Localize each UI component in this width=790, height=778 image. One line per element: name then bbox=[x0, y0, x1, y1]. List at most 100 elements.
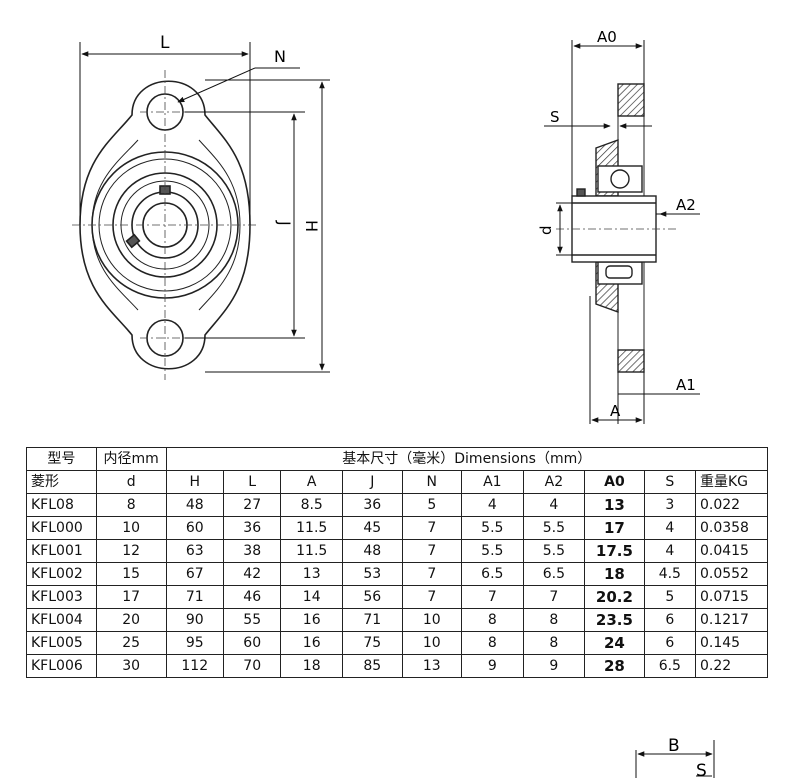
header-A0: A0 bbox=[584, 470, 645, 494]
table-cell: 36 bbox=[222, 516, 282, 540]
label-H: H bbox=[302, 220, 321, 232]
header-S: S bbox=[643, 470, 696, 494]
table-cell: 5.5 bbox=[461, 539, 524, 563]
table-cell: 13 bbox=[280, 562, 343, 586]
header-weight: 重量KG bbox=[694, 470, 769, 494]
table-cell: 6.5 bbox=[522, 562, 586, 586]
side-view bbox=[571, 83, 657, 373]
table-cell: 63 bbox=[165, 539, 224, 563]
table-cell: 67 bbox=[165, 562, 224, 586]
table-cell: KFL000 bbox=[26, 516, 97, 540]
table-cell: 6 bbox=[643, 608, 696, 632]
dimension-J bbox=[185, 111, 305, 339]
table-cell: KFL005 bbox=[26, 631, 97, 655]
table-cell: 7 bbox=[401, 539, 463, 563]
table-cell: 5 bbox=[401, 493, 463, 517]
table-cell: 11.5 bbox=[280, 516, 343, 540]
table-cell: 17 bbox=[584, 516, 645, 540]
header-bore: 内径mm bbox=[95, 447, 167, 471]
flange-outline bbox=[79, 80, 251, 370]
table-cell: 5 bbox=[643, 585, 696, 609]
table-cell: 12 bbox=[95, 539, 167, 563]
table-cell: 42 bbox=[222, 562, 282, 586]
flange-plate-top bbox=[617, 83, 645, 117]
table-cell: 7 bbox=[401, 585, 463, 609]
label-A0: A0 bbox=[597, 28, 617, 46]
table-cell: 10 bbox=[401, 608, 463, 632]
dimension-A bbox=[589, 296, 643, 424]
table-cell: 0.0715 bbox=[694, 585, 769, 609]
flange-plate-bottom bbox=[617, 349, 645, 373]
table-cell: 6 bbox=[643, 631, 696, 655]
label-A1: A1 bbox=[676, 376, 696, 394]
table-cell: 27 bbox=[222, 493, 282, 517]
table-cell: 0.0358 bbox=[694, 516, 769, 540]
header-model: 型号 bbox=[26, 447, 97, 471]
label-J: J bbox=[275, 220, 294, 226]
table-cell: 8 bbox=[461, 608, 524, 632]
dimension-A0 bbox=[571, 40, 645, 196]
table-cell: 36 bbox=[342, 493, 403, 517]
table-cell: 4 bbox=[461, 493, 524, 517]
table-cell: 17.5 bbox=[584, 539, 645, 563]
header-shape: 菱形 bbox=[26, 470, 97, 494]
table-cell: KFL002 bbox=[26, 562, 97, 586]
table-cell: 85 bbox=[342, 654, 403, 678]
table-cell: 0.0415 bbox=[694, 539, 769, 563]
table-cell: 30 bbox=[95, 654, 167, 678]
label-N: N bbox=[274, 47, 286, 66]
front-centerlines bbox=[72, 70, 258, 380]
table-cell: 8 bbox=[522, 608, 586, 632]
label-S: S bbox=[550, 108, 560, 126]
header-A: A bbox=[280, 470, 343, 494]
table-cell: 9 bbox=[461, 654, 524, 678]
table-cell: 8 bbox=[95, 493, 167, 517]
dimension-N bbox=[177, 67, 300, 103]
table-cell: 4 bbox=[522, 493, 586, 517]
table-cell: 56 bbox=[342, 585, 403, 609]
table-cell: 70 bbox=[222, 654, 282, 678]
label-B: B bbox=[668, 736, 680, 756]
header-d: d bbox=[95, 470, 167, 494]
table-cell: 13 bbox=[401, 654, 463, 678]
label-A: A bbox=[610, 402, 621, 420]
table-cell: 9 bbox=[522, 654, 586, 678]
table-cell: 16 bbox=[280, 631, 343, 655]
table-cell: 8 bbox=[522, 631, 586, 655]
table-cell: 0.1217 bbox=[694, 608, 769, 632]
table-cell: 53 bbox=[342, 562, 403, 586]
dimension-H bbox=[205, 79, 330, 373]
table-cell: 24 bbox=[584, 631, 645, 655]
set-screw bbox=[576, 188, 586, 197]
table-cell: 8 bbox=[461, 631, 524, 655]
label-S-bottom: S bbox=[696, 761, 707, 778]
table-cell: 60 bbox=[222, 631, 282, 655]
table-cell: 6.5 bbox=[461, 562, 524, 586]
table-cell: 20 bbox=[95, 608, 167, 632]
table-cell: 3 bbox=[643, 493, 696, 517]
table-cell: 55 bbox=[222, 608, 282, 632]
table-cell: 71 bbox=[342, 608, 403, 632]
table-cell: 11.5 bbox=[280, 539, 343, 563]
table-cell: 17 bbox=[95, 585, 167, 609]
header-J: J bbox=[342, 470, 403, 494]
table-cell: 6.5 bbox=[643, 654, 696, 678]
table-cell: 60 bbox=[165, 516, 224, 540]
table-cell: 7 bbox=[401, 562, 463, 586]
table-cell: 16 bbox=[280, 608, 343, 632]
table-cell: 18 bbox=[280, 654, 343, 678]
table-cell: 10 bbox=[95, 516, 167, 540]
table-cell: 5.5 bbox=[522, 539, 586, 563]
table-cell: 0.145 bbox=[694, 631, 769, 655]
table-cell: 4.5 bbox=[643, 562, 696, 586]
table-cell: 46 bbox=[222, 585, 282, 609]
table-cell: 7 bbox=[461, 585, 524, 609]
table-cell: 4 bbox=[643, 516, 696, 540]
